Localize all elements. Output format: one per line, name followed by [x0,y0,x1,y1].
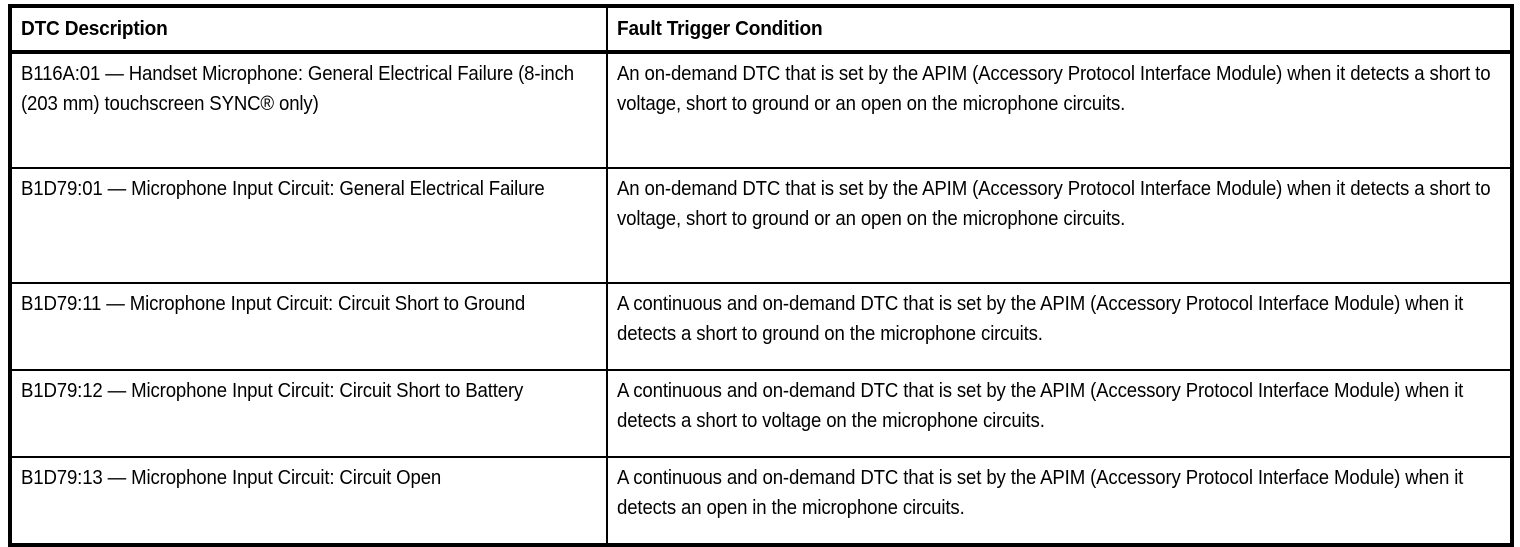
fault-trigger-condition-text: A continuous and on-demand DTC that is s… [617,380,1464,432]
table-row: B1D79:12 — Microphone Input Circuit: Cir… [9,369,1513,458]
cell-fault-trigger-condition: An on-demand DTC that is set by the APIM… [606,167,1513,284]
dtc-description-text: B1D79:11 — Microphone Input Circuit: Cir… [21,293,526,315]
fault-trigger-condition-text: A continuous and on-demand DTC that is s… [617,293,1464,345]
cell-fault-trigger-condition: A continuous and on-demand DTC that is s… [606,369,1513,458]
fault-trigger-condition-text: An on-demand DTC that is set by the APIM… [617,178,1491,230]
table-header: DTC Description Fault Trigger Condition [9,5,1513,54]
cell-dtc-description: B1D79:11 — Microphone Input Circuit: Cir… [9,282,608,371]
table-body: B116A:01 — Handset Microphone: General E… [9,51,1513,546]
fault-trigger-condition-text: A continuous and on-demand DTC that is s… [617,467,1464,519]
fault-trigger-condition-text: An on-demand DTC that is set by the APIM… [617,63,1491,115]
table-header-row: DTC Description Fault Trigger Condition [9,5,1513,54]
cell-dtc-description: B1D79:01 — Microphone Input Circuit: Gen… [9,167,608,284]
column-header-fault-trigger-condition: Fault Trigger Condition [606,5,1513,54]
table-row: B1D79:11 — Microphone Input Circuit: Cir… [9,282,1513,371]
cell-fault-trigger-condition: A continuous and on-demand DTC that is s… [606,282,1513,371]
dtc-description-text: B1D79:13 — Microphone Input Circuit: Cir… [21,467,442,489]
cell-dtc-description: B1D79:13 — Microphone Input Circuit: Cir… [9,456,608,546]
column-header-dtc-description-label: DTC Description [21,17,168,40]
table-row: B116A:01 — Handset Microphone: General E… [9,51,1513,169]
dtc-description-text: B116A:01 — Handset Microphone: General E… [21,63,575,115]
column-header-fault-trigger-condition-label: Fault Trigger Condition [617,17,823,40]
table-row: B1D79:01 — Microphone Input Circuit: Gen… [9,167,1513,284]
cell-fault-trigger-condition: A continuous and on-demand DTC that is s… [606,456,1513,546]
dtc-description-text: B1D79:12 — Microphone Input Circuit: Cir… [21,380,524,402]
dtc-table-container: DTC Description Fault Trigger Condition … [8,4,1514,547]
dtc-fault-table: DTC Description Fault Trigger Condition … [8,4,1514,547]
dtc-description-text: B1D79:01 — Microphone Input Circuit: Gen… [21,178,545,200]
table-row: B1D79:13 — Microphone Input Circuit: Cir… [9,456,1513,546]
cell-fault-trigger-condition: An on-demand DTC that is set by the APIM… [606,51,1513,169]
cell-dtc-description: B116A:01 — Handset Microphone: General E… [9,51,608,169]
cell-dtc-description: B1D79:12 — Microphone Input Circuit: Cir… [9,369,608,458]
column-header-dtc-description: DTC Description [9,5,608,54]
